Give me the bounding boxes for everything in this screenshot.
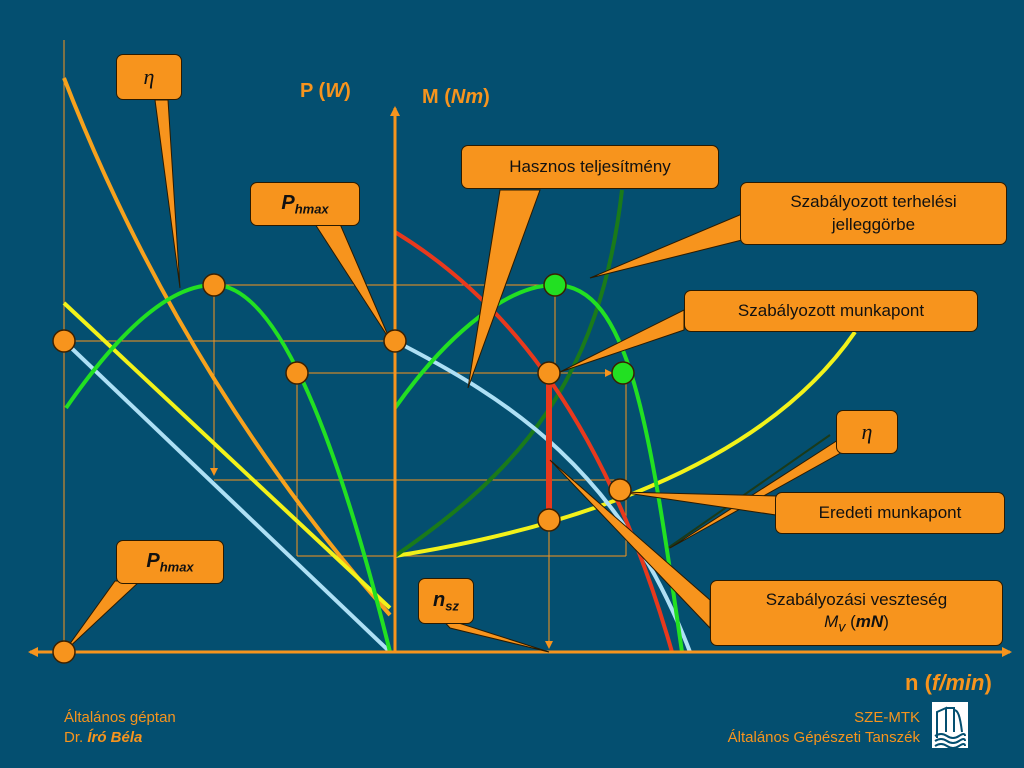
footer-right: SZE-MTK Általános Gépészeti Tanszék bbox=[728, 708, 920, 748]
p-hmax-upper-box: Phmax bbox=[250, 182, 360, 226]
point-left-axis bbox=[52, 329, 76, 353]
point-original-work bbox=[608, 478, 632, 502]
szab-munkapont-label: Szabályozott munkapont bbox=[737, 300, 925, 320]
department-logo-icon bbox=[932, 702, 968, 748]
eta-symbol: η bbox=[143, 63, 155, 89]
p-axis-label: P (W) bbox=[300, 80, 351, 102]
m-axis-label: M (Nm) bbox=[422, 86, 490, 108]
point-controlled-right bbox=[611, 361, 635, 385]
power-curve-left bbox=[64, 282, 392, 653]
hasznos-label: Hasznos teljesítmény bbox=[509, 156, 671, 176]
point-pmax-left bbox=[202, 273, 226, 297]
szab-veszteseg-line1: Szabályozási veszteség bbox=[765, 590, 948, 610]
eta-right-symbol: η bbox=[861, 418, 873, 444]
torque-curve-right bbox=[394, 339, 692, 653]
load-curve-left bbox=[62, 301, 392, 610]
footer-left: Általános géptan Dr. Író Béla bbox=[64, 708, 176, 748]
point-mid-left bbox=[285, 361, 309, 385]
author: Dr. Író Béla bbox=[64, 729, 143, 746]
szab-veszteseg-box: Szabályozási veszteség Mv (mN) bbox=[710, 580, 1003, 646]
eredeti-munkapont-box: Eredeti munkapont bbox=[775, 492, 1005, 534]
department: Általános Gépészeti Tanszék bbox=[727, 729, 920, 746]
p-hmax-lower-box: Phmax bbox=[116, 540, 224, 584]
n-sz-box: nsz bbox=[418, 578, 474, 624]
hasznos-box: Hasznos teljesítmény bbox=[461, 145, 719, 189]
efficiency-curve-left bbox=[62, 77, 392, 617]
point-controlled-top bbox=[543, 273, 567, 297]
operating-points bbox=[52, 273, 635, 664]
point-origin-left bbox=[52, 640, 76, 664]
eta-top-box: η bbox=[116, 54, 182, 100]
efficiency-curve-right bbox=[667, 434, 831, 549]
institution: SZE-MTK bbox=[854, 709, 920, 726]
eta-right-box: η bbox=[836, 410, 898, 454]
guide-lines bbox=[64, 284, 627, 649]
szab-terhelesi-label: Szabályozott terhelési jelleggörbe bbox=[790, 192, 957, 234]
load-curve-right bbox=[394, 330, 857, 558]
szab-veszteseg-line2: Mv (mN) bbox=[824, 612, 889, 636]
torque-curve-left bbox=[62, 339, 392, 654]
n-axis-label: n (f/min) bbox=[905, 670, 992, 695]
point-controlled-work bbox=[537, 361, 561, 385]
callout-pointers bbox=[63, 99, 847, 653]
course-title: Általános géptan bbox=[64, 709, 176, 726]
eredeti-munkapont-label: Eredeti munkapont bbox=[818, 502, 962, 522]
szab-munkapont-box: Szabályozott munkapont bbox=[684, 290, 978, 332]
point-p-hmax bbox=[383, 329, 407, 353]
szab-terhelesi-box: Szabályozott terhelési jelleggörbe bbox=[740, 182, 1007, 245]
point-loss-bottom bbox=[537, 508, 561, 532]
